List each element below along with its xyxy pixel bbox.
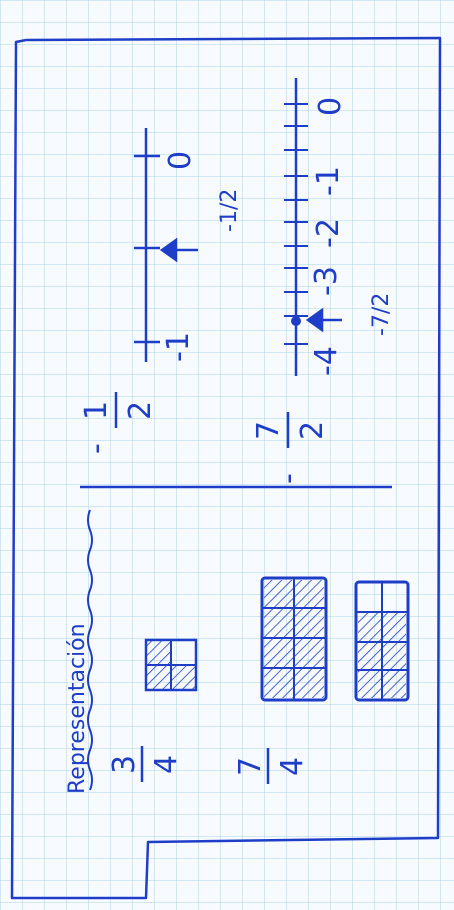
number-line-2-label-minus-one: -1 bbox=[311, 166, 346, 196]
square-cell-shaded bbox=[146, 640, 171, 665]
fraction-three-quarters-denominator: 4 bbox=[149, 755, 184, 774]
number-line-2-label-minus-two: -2 bbox=[311, 218, 346, 248]
fraction-neg-seven-halves-numerator: 7 bbox=[251, 421, 286, 440]
number-line-1-label-zero: 0 bbox=[163, 151, 198, 170]
fraction-neg-half-sign: - bbox=[79, 443, 114, 454]
fraction-seven-quarters-numerator: 7 bbox=[233, 757, 268, 776]
number-line-2-label-minus-three: -3 bbox=[309, 266, 344, 296]
number-line-2-label-minus-four: -4 bbox=[309, 346, 344, 376]
number-line-1-label-minus-one: -1 bbox=[161, 332, 196, 362]
fraction-seven-quarters-denominator: 4 bbox=[275, 757, 310, 776]
fraction-neg-half-numerator: 1 bbox=[79, 401, 114, 420]
number-line-2-point bbox=[291, 316, 301, 326]
fraction-neg-half-denominator: 2 bbox=[123, 401, 158, 420]
fraction-three-quarters-numerator: 3 bbox=[107, 755, 142, 774]
square-cell-shaded bbox=[146, 665, 171, 690]
square-cell-shaded bbox=[171, 665, 196, 690]
bar-diagram-seven-quarters bbox=[262, 578, 326, 700]
number-line-1-arrow-label: -1/2 bbox=[217, 189, 242, 232]
number-line-2-label-zero: 0 bbox=[313, 97, 348, 116]
fraction-neg-seven-halves-denominator: 2 bbox=[295, 421, 330, 440]
section-title: Representación bbox=[65, 623, 90, 794]
fraction-neg-seven-halves-sign: - bbox=[271, 473, 306, 484]
number-line-2-arrow-label: -7/2 bbox=[369, 293, 394, 336]
